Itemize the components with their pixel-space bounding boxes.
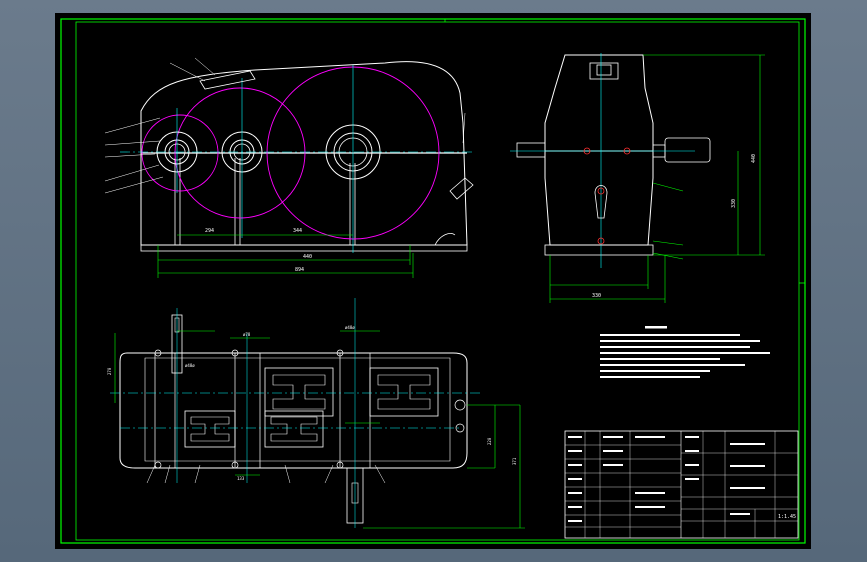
pitch-circle-intermediate bbox=[174, 87, 306, 219]
top-dim-133: 133 bbox=[237, 476, 245, 481]
outer-border bbox=[60, 18, 806, 544]
front-dim-344: 344 bbox=[293, 228, 302, 234]
side-housing-outline bbox=[544, 54, 654, 246]
side-dim-330-vertical: 330 bbox=[731, 199, 737, 208]
inner-border bbox=[75, 21, 800, 541]
side-view: 440 330 330 bbox=[510, 53, 765, 303]
output-shaft bbox=[664, 137, 711, 163]
top-dim-lines bbox=[114, 330, 525, 529]
base-flange bbox=[140, 244, 468, 252]
top-view: ø48ø ø78 ø48ø 133 270 220 371 bbox=[107, 298, 525, 529]
top-dim-371: 371 bbox=[512, 457, 517, 465]
top-dim-shaft-1: ø48ø bbox=[185, 363, 195, 368]
front-dim-894: 894 bbox=[295, 267, 304, 273]
input-shaft bbox=[516, 142, 546, 158]
large-gear-1 bbox=[264, 367, 334, 417]
pitch-circle-input bbox=[141, 114, 219, 192]
front-dim-440: 440 bbox=[303, 254, 312, 260]
front-view: 294 344 440 894 bbox=[104, 57, 475, 278]
housing-outline bbox=[140, 61, 468, 246]
top-housing-outline bbox=[119, 352, 468, 469]
drawing-sheet: 294 344 440 894 bbox=[55, 13, 811, 549]
cad-drawing: 294 344 440 894 bbox=[60, 18, 806, 544]
side-dim-330-horizontal: 330 bbox=[592, 293, 601, 299]
side-dim-lines bbox=[549, 54, 765, 303]
top-dim-220: 220 bbox=[487, 437, 492, 445]
top-dim-shaft-2: ø78 bbox=[243, 332, 251, 337]
side-dim-440: 440 bbox=[751, 154, 757, 163]
title-scale-label: 1:1.45 bbox=[778, 514, 796, 520]
technical-requirements bbox=[600, 326, 770, 378]
front-dim-lines bbox=[157, 234, 414, 278]
top-dim-shaft-3: ø48ø bbox=[345, 325, 355, 330]
small-gear-2 bbox=[264, 410, 324, 448]
title-block: 1:1.45 bbox=[564, 430, 799, 539]
small-gear-1 bbox=[184, 410, 236, 448]
front-dim-294: 294 bbox=[205, 228, 214, 234]
top-dim-270: 270 bbox=[107, 367, 112, 375]
